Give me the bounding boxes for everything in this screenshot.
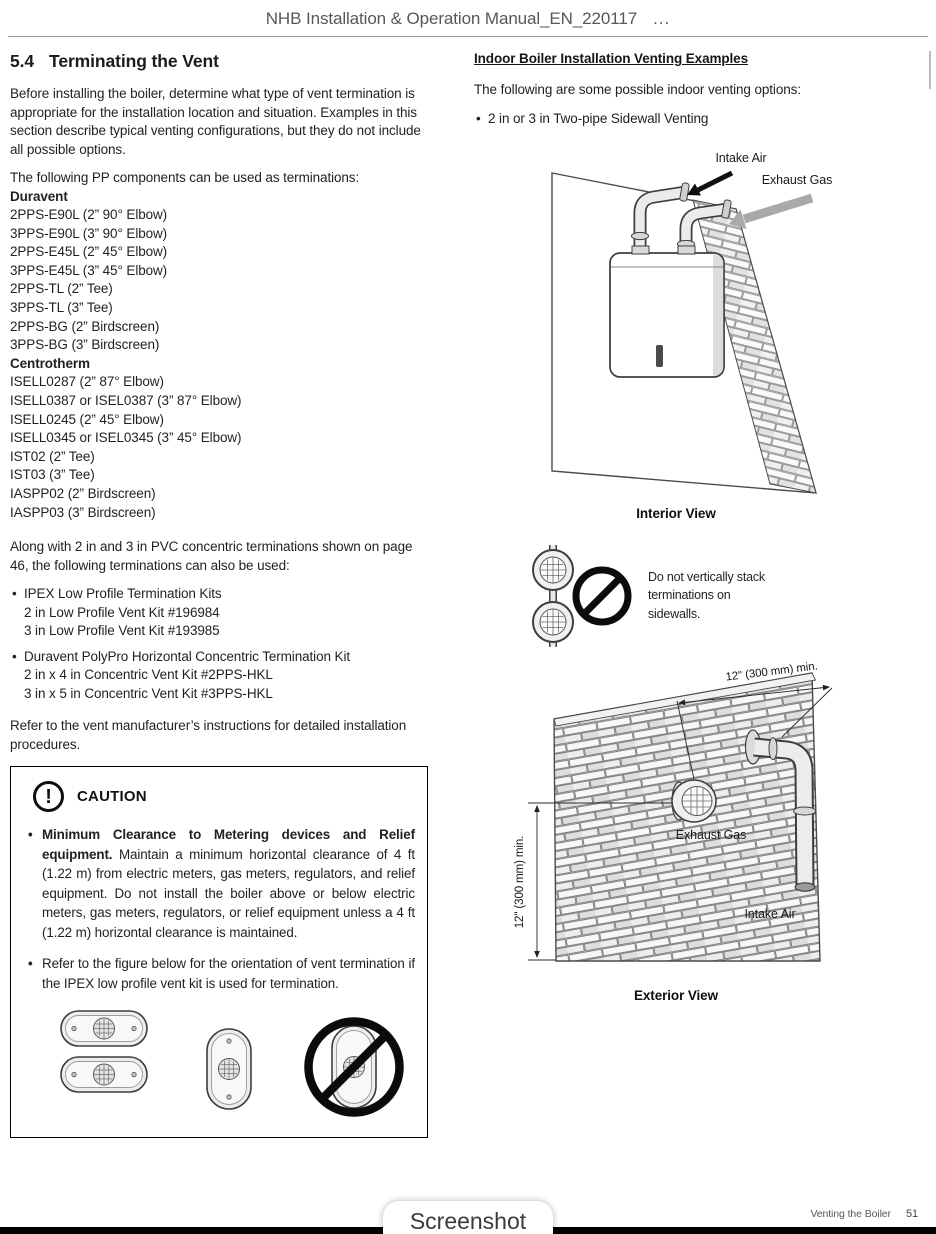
right-column: Indoor Boiler Installation Venting Examp… (474, 49, 926, 1138)
exhaust-gas-callout: Exhaust Gas (729, 173, 832, 229)
title-ellipsis: ... (653, 9, 671, 28)
section-title: Terminating the Vent (49, 51, 219, 71)
document-header: NHB Installation & Operation Manual_EN_2… (0, 0, 936, 29)
low-profile-vent-horizontal-top (60, 1010, 148, 1047)
page-footer: Venting the Boiler 51 (810, 1208, 918, 1220)
no-stack-text: Do not vertically stack terminations on … (648, 569, 765, 621)
interior-view-caption: Interior View (636, 505, 716, 521)
no-stack-note: Do not vertically stack terminations on … (526, 543, 926, 649)
duravent-heading: Duravent (10, 188, 68, 204)
part-item: ISELL0387 or ISEL0387 (3” 87° Elbow) (10, 393, 242, 409)
caution-list: Minimum Clearance to Metering devices an… (25, 825, 415, 993)
list-item-sidewall-venting: 2 in or 3 in Two-pipe Sidewall Venting (474, 110, 926, 129)
centrotherm-part-list: ISELL0287 (2” 87° Elbow) ISELL0387 or IS… (10, 373, 428, 522)
prohibition-icon (572, 566, 632, 625)
sidewall-termination-top (532, 548, 574, 591)
caution-item-text: Refer to the figure below for the orient… (42, 956, 415, 991)
screenshot-label: Screenshot (409, 1208, 527, 1234)
exhaust-gas-label: Exhaust Gas (762, 173, 832, 187)
exclamation-glyph: ! (45, 785, 52, 808)
dimension-left-label: 12" (300 mm) min. (514, 835, 526, 928)
no-vertical-stack-figure (532, 544, 632, 647)
venting-options-intro: The following are some possible indoor v… (474, 82, 801, 97)
interior-view-figure: Intake Air Exhaust Gas Interior View (474, 149, 878, 521)
screenshot-tab[interactable]: Screenshot (383, 1201, 553, 1234)
sidewall-termination-bottom (532, 600, 574, 643)
section-number: 5.4 (10, 51, 35, 71)
exterior-view-diagram: 12" (300 mm) min. 12" (300 mm) min. Exha… (514, 661, 833, 962)
part-item: IASPP03 (3” Birdscreen) (10, 504, 156, 520)
list-item-ipex-kits: IPEX Low Profile Termination Kits 2 in L… (10, 585, 428, 641)
dimension-left (528, 802, 672, 960)
kit-title: Duravent PolyPro Horizontal Concentric T… (24, 648, 350, 664)
part-item: IASPP02 (2” Birdscreen) (10, 486, 156, 501)
intake-air-label: Intake Air (715, 151, 766, 165)
document-title: NHB Installation & Operation Manual_EN_2… (265, 9, 638, 28)
caution-item-lead: Minimum Clearance to Metering devices an… (42, 827, 415, 862)
section-heading: 5.4 Terminating the Vent (10, 51, 428, 72)
pvc-terminations-paragraph: Along with 2 in and 3 in PVC concentric … (10, 539, 413, 573)
part-item: 2PPS-E90L (2” 90° Elbow) (10, 207, 168, 223)
two-column-layout: 5.4 Terminating the Vent Before installin… (0, 37, 936, 1139)
caution-title: CAUTION (77, 788, 147, 806)
caution-item-clearance: Minimum Clearance to Metering devices an… (25, 825, 415, 942)
kit-line: 3 in x 5 in Concentric Vent Kit #3PPS-HK… (24, 685, 273, 701)
part-item: 3PPS-BG (3” Birdscreen) (10, 337, 160, 353)
caution-header: ! CAUTION (25, 781, 415, 813)
part-item: 3PPS-E90L (3” 90° Elbow) (10, 225, 168, 241)
caution-item-orientation: Refer to the figure below for the orient… (25, 954, 415, 993)
part-item: 2PPS-E45L (2” 45° Elbow) (10, 244, 168, 260)
part-item: IST02 (2” Tee) (10, 448, 95, 464)
part-item: ISELL0245 (2” 45° Elbow) (10, 411, 164, 427)
caution-box: ! CAUTION Minimum Clearance to Metering … (10, 766, 428, 1139)
low-profile-vent-horizontal-bottom (60, 1056, 148, 1093)
kit-line: 2 in Low Profile Vent Kit #196984 (24, 604, 220, 620)
part-item: ISELL0345 or ISEL0345 (3” 45° Elbow) (10, 430, 242, 446)
boiler (609, 245, 725, 378)
venting-option: 2 in or 3 in Two-pipe Sidewall Venting (488, 111, 709, 126)
intake-air-label: Intake Air (744, 907, 795, 921)
interior-view-diagram: Intake Air Exhaust Gas (551, 151, 832, 494)
part-item: 3PPS-TL (3” Tee) (10, 300, 113, 316)
caution-item-text: Maintain a minimum horizontal clearance … (42, 846, 416, 940)
venting-examples-heading: Indoor Boiler Installation Venting Examp… (474, 51, 748, 66)
intake-arrow-icon (696, 170, 734, 192)
prohibition-icon (304, 1017, 404, 1117)
intake-vent-assembly (744, 728, 817, 892)
footer-section-title: Venting the Boiler (810, 1208, 891, 1220)
exhaust-arrow-icon (742, 193, 814, 223)
kit-line: 2 in x 4 in Concentric Vent Kit #2PPS-HK… (24, 667, 273, 683)
birdscreen-mesh (682, 786, 712, 815)
vent-pipes (631, 182, 732, 259)
exhaust-gas-label: Exhaust Gas (676, 828, 746, 842)
caution-icon: ! (33, 781, 64, 813)
prohibited-vertical-vent (304, 1017, 404, 1117)
part-item: ISELL0287 (2” 87° Elbow) (10, 374, 164, 390)
refer-paragraph: Refer to the vent manufacturer’s instruc… (10, 718, 407, 752)
exterior-view-figure: 12" (300 mm) min. 12" (300 mm) min. Exha… (474, 661, 878, 1003)
intro-paragraph: Before installing the boiler, determine … (10, 86, 421, 157)
left-column: 5.4 Terminating the Vent Before installin… (10, 49, 428, 1139)
part-item: 2PPS-BG (2” Birdscreen) (10, 318, 160, 334)
exterior-view-caption: Exterior View (634, 987, 718, 1003)
low-profile-vent-vertical (206, 1028, 252, 1110)
duravent-part-list: 2PPS-E90L (2” 90° Elbow) 3PPS-E90L (3” 9… (10, 206, 428, 355)
pp-components-paragraph: The following PP components can be used … (10, 170, 360, 185)
part-item: 2PPS-TL (2” Tee) (10, 281, 113, 297)
part-item: IST03 (3” Tee) (10, 467, 95, 483)
centrotherm-heading: Centrotherm (10, 355, 90, 371)
list-item-duravent-kit: Duravent PolyPro Horizontal Concentric T… (10, 648, 428, 704)
kit-title: IPEX Low Profile Termination Kits (24, 586, 222, 602)
page-number: 51 (905, 1208, 918, 1220)
intake-air-callout: Intake Air (687, 151, 767, 195)
kit-line: 3 in Low Profile Vent Kit #193985 (24, 623, 220, 639)
part-item: 3PPS-E45L (3” 45° Elbow) (10, 262, 168, 278)
vent-orientation-figure (60, 1010, 404, 1117)
dimension-top (676, 684, 833, 779)
scrollbar-thumb[interactable] (929, 51, 931, 89)
header-divider (8, 36, 928, 37)
exhaust-vent-termination (671, 778, 717, 823)
